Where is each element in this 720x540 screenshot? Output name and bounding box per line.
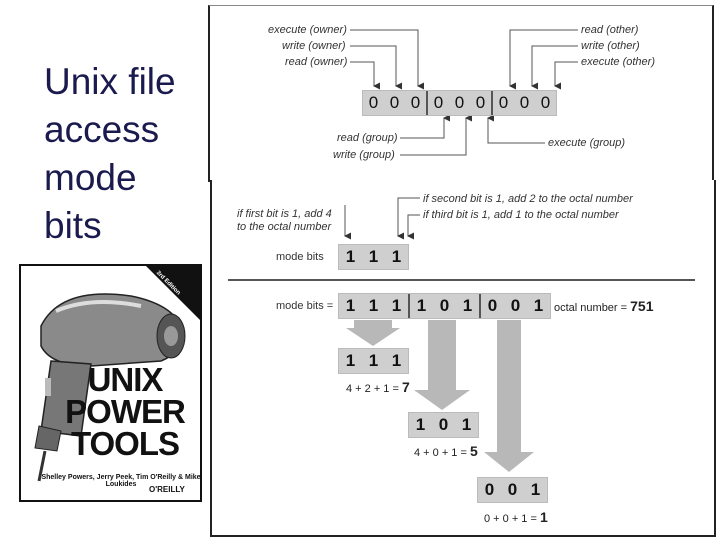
note-second-bit: if second bit is 1, add 2 to the octal n… xyxy=(423,193,633,205)
bit-cell: 0 xyxy=(426,91,449,115)
bit-cell: 0 xyxy=(491,91,514,115)
other-sum: 0 + 0 + 1 = 1 xyxy=(484,509,548,525)
bit-cell: 1 xyxy=(345,296,356,315)
bit-cell: 0 xyxy=(479,294,504,318)
sum-expression: 0 + 0 + 1 = xyxy=(484,513,537,525)
label-execute-owner: execute (owner) xyxy=(268,24,347,36)
bit-cell: 1 xyxy=(530,480,541,499)
bit-cell: 0 xyxy=(368,93,379,112)
label-write-other: write (other) xyxy=(581,40,640,52)
label-write-group: write (group) xyxy=(333,149,395,161)
title-line: access xyxy=(44,109,160,150)
bit-cell: 0 xyxy=(507,480,518,499)
bit-cell: 1 xyxy=(391,351,402,370)
group-sum: 4 + 0 + 1 = 5 xyxy=(414,443,478,459)
bit-cell: 0 xyxy=(454,93,465,112)
note-first-bit-cont: to the octal number xyxy=(237,221,332,233)
mode-bits-label: mode bits xyxy=(276,251,324,263)
bit-cell: 1 xyxy=(391,296,402,315)
bit-cell: 1 xyxy=(345,351,356,370)
label-read-owner: read (owner) xyxy=(285,56,348,68)
panel-divider xyxy=(228,279,695,281)
title-line: Unix file xyxy=(44,61,176,102)
note-first-bit: if first bit is 1, add 4 xyxy=(237,208,332,220)
bit-cell: 1 xyxy=(462,296,473,315)
full-mode-bits-row: 1 1 1 1 0 1 0 0 1 xyxy=(338,293,551,319)
bit-cell: 1 xyxy=(461,415,472,434)
bit-cell: 1 xyxy=(368,296,379,315)
note-third-bit: if third bit is 1, add 1 to the octal nu… xyxy=(423,209,619,221)
octal-number: octal number = 751 xyxy=(554,298,654,314)
bit-cell: 1 xyxy=(345,247,356,266)
bit-cell: 0 xyxy=(475,93,486,112)
bit-cell: 0 xyxy=(510,296,521,315)
book-cover: 3rd Edition UNIX POWER TOOLS Shelley Pow… xyxy=(19,264,202,502)
label-read-group: read (group) xyxy=(337,132,398,144)
bit-cell: 1 xyxy=(368,351,379,370)
group-bits-group: 1 0 1 xyxy=(408,412,479,438)
bit-cell: 0 xyxy=(439,296,450,315)
owner-bits-group: 1 1 1 xyxy=(338,348,409,374)
label-read-other: read (other) xyxy=(581,24,639,36)
bit-cell: 1 xyxy=(408,294,433,318)
bit-cell: 1 xyxy=(533,296,544,315)
label-execute-other: execute (other) xyxy=(581,56,655,68)
book-title-line: UNIX xyxy=(87,361,164,398)
bit-cell: 0 xyxy=(484,480,495,499)
book-title: UNIX POWER TOOLS xyxy=(51,361,199,462)
sum-result: 1 xyxy=(539,509,548,525)
mode-bits-eq-label: mode bits = xyxy=(276,300,334,312)
bit-cell: 1 xyxy=(415,415,426,434)
bit-cell: 0 xyxy=(519,93,530,112)
permission-bits-panel xyxy=(208,5,714,182)
bit-cell: 1 xyxy=(391,247,402,266)
sum-result: 7 xyxy=(401,379,410,395)
book-title-line: TOOLS xyxy=(70,425,180,462)
book-publisher: O'REILLY xyxy=(149,485,185,494)
book-title-line: POWER xyxy=(65,393,186,430)
bit-cell: 0 xyxy=(540,93,551,112)
octal-value: 751 xyxy=(630,298,654,314)
octal-label: octal number = xyxy=(554,302,628,314)
bit-cell: 0 xyxy=(389,93,400,112)
label-write-owner: write (owner) xyxy=(282,40,346,52)
other-bits-group: 0 0 1 xyxy=(477,477,548,503)
octal-conversion-panel xyxy=(210,180,716,537)
bit-cell: 0 xyxy=(410,93,421,112)
bit-cell: 0 xyxy=(438,415,449,434)
sum-expression: 4 + 2 + 1 = xyxy=(346,383,399,395)
permission-bits-row: 0 0 0 0 0 0 0 0 0 xyxy=(362,90,557,116)
example-bits-row: 1 1 1 xyxy=(338,244,409,270)
label-execute-group: execute (group) xyxy=(548,137,626,149)
slide-title: Unix file access mode bits xyxy=(44,58,214,250)
owner-sum: 4 + 2 + 1 = 7 xyxy=(346,379,410,395)
drill-illustration xyxy=(34,266,200,482)
bit-cell: 1 xyxy=(368,247,379,266)
book-authors: Shelley Powers, Jerry Peek, Tim O'Reilly… xyxy=(41,474,201,488)
sum-result: 5 xyxy=(469,443,478,459)
title-line: bits xyxy=(44,205,102,246)
title-line: mode xyxy=(44,157,137,198)
sum-expression: 4 + 0 + 1 = xyxy=(414,447,467,459)
